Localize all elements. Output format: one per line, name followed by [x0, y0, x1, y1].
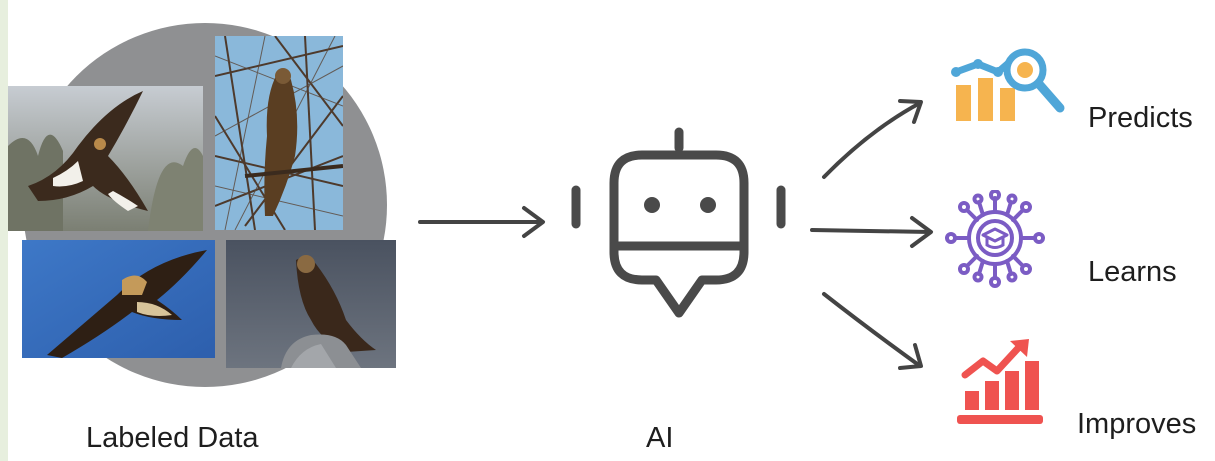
chart-magnifier-icon: [951, 48, 1065, 121]
eagle-photo: [215, 36, 343, 230]
output-label-predicts: Predicts: [1088, 102, 1193, 134]
robot-eye-left: [644, 197, 660, 213]
output-label-learns: Learns: [1088, 256, 1177, 288]
arrow-to-improves: [822, 292, 923, 370]
left-border-strip: [0, 0, 8, 461]
graduation-network-icon: [945, 190, 1045, 288]
growth-chart-icon: [957, 339, 1043, 424]
eagle-photo-soaring: [22, 240, 215, 358]
model-label: AI: [646, 422, 674, 454]
arrow-to-predicts: [822, 99, 923, 179]
eagle-photo: [226, 240, 396, 368]
robot-eye-right: [700, 197, 716, 213]
eagle-photo-perched-tree: [215, 36, 343, 230]
eagle-photo: [22, 240, 215, 358]
output-label-improves: Improves: [1077, 408, 1197, 440]
eagle-photo: [8, 86, 203, 231]
input-arrow: [418, 206, 545, 238]
eagle-photo-perched-rock: [226, 240, 396, 368]
robot-icon: [571, 127, 786, 318]
input-label: Labeled Data: [86, 422, 259, 454]
eagle-photo-flight: [8, 86, 203, 231]
arrow-to-learns: [810, 216, 933, 248]
